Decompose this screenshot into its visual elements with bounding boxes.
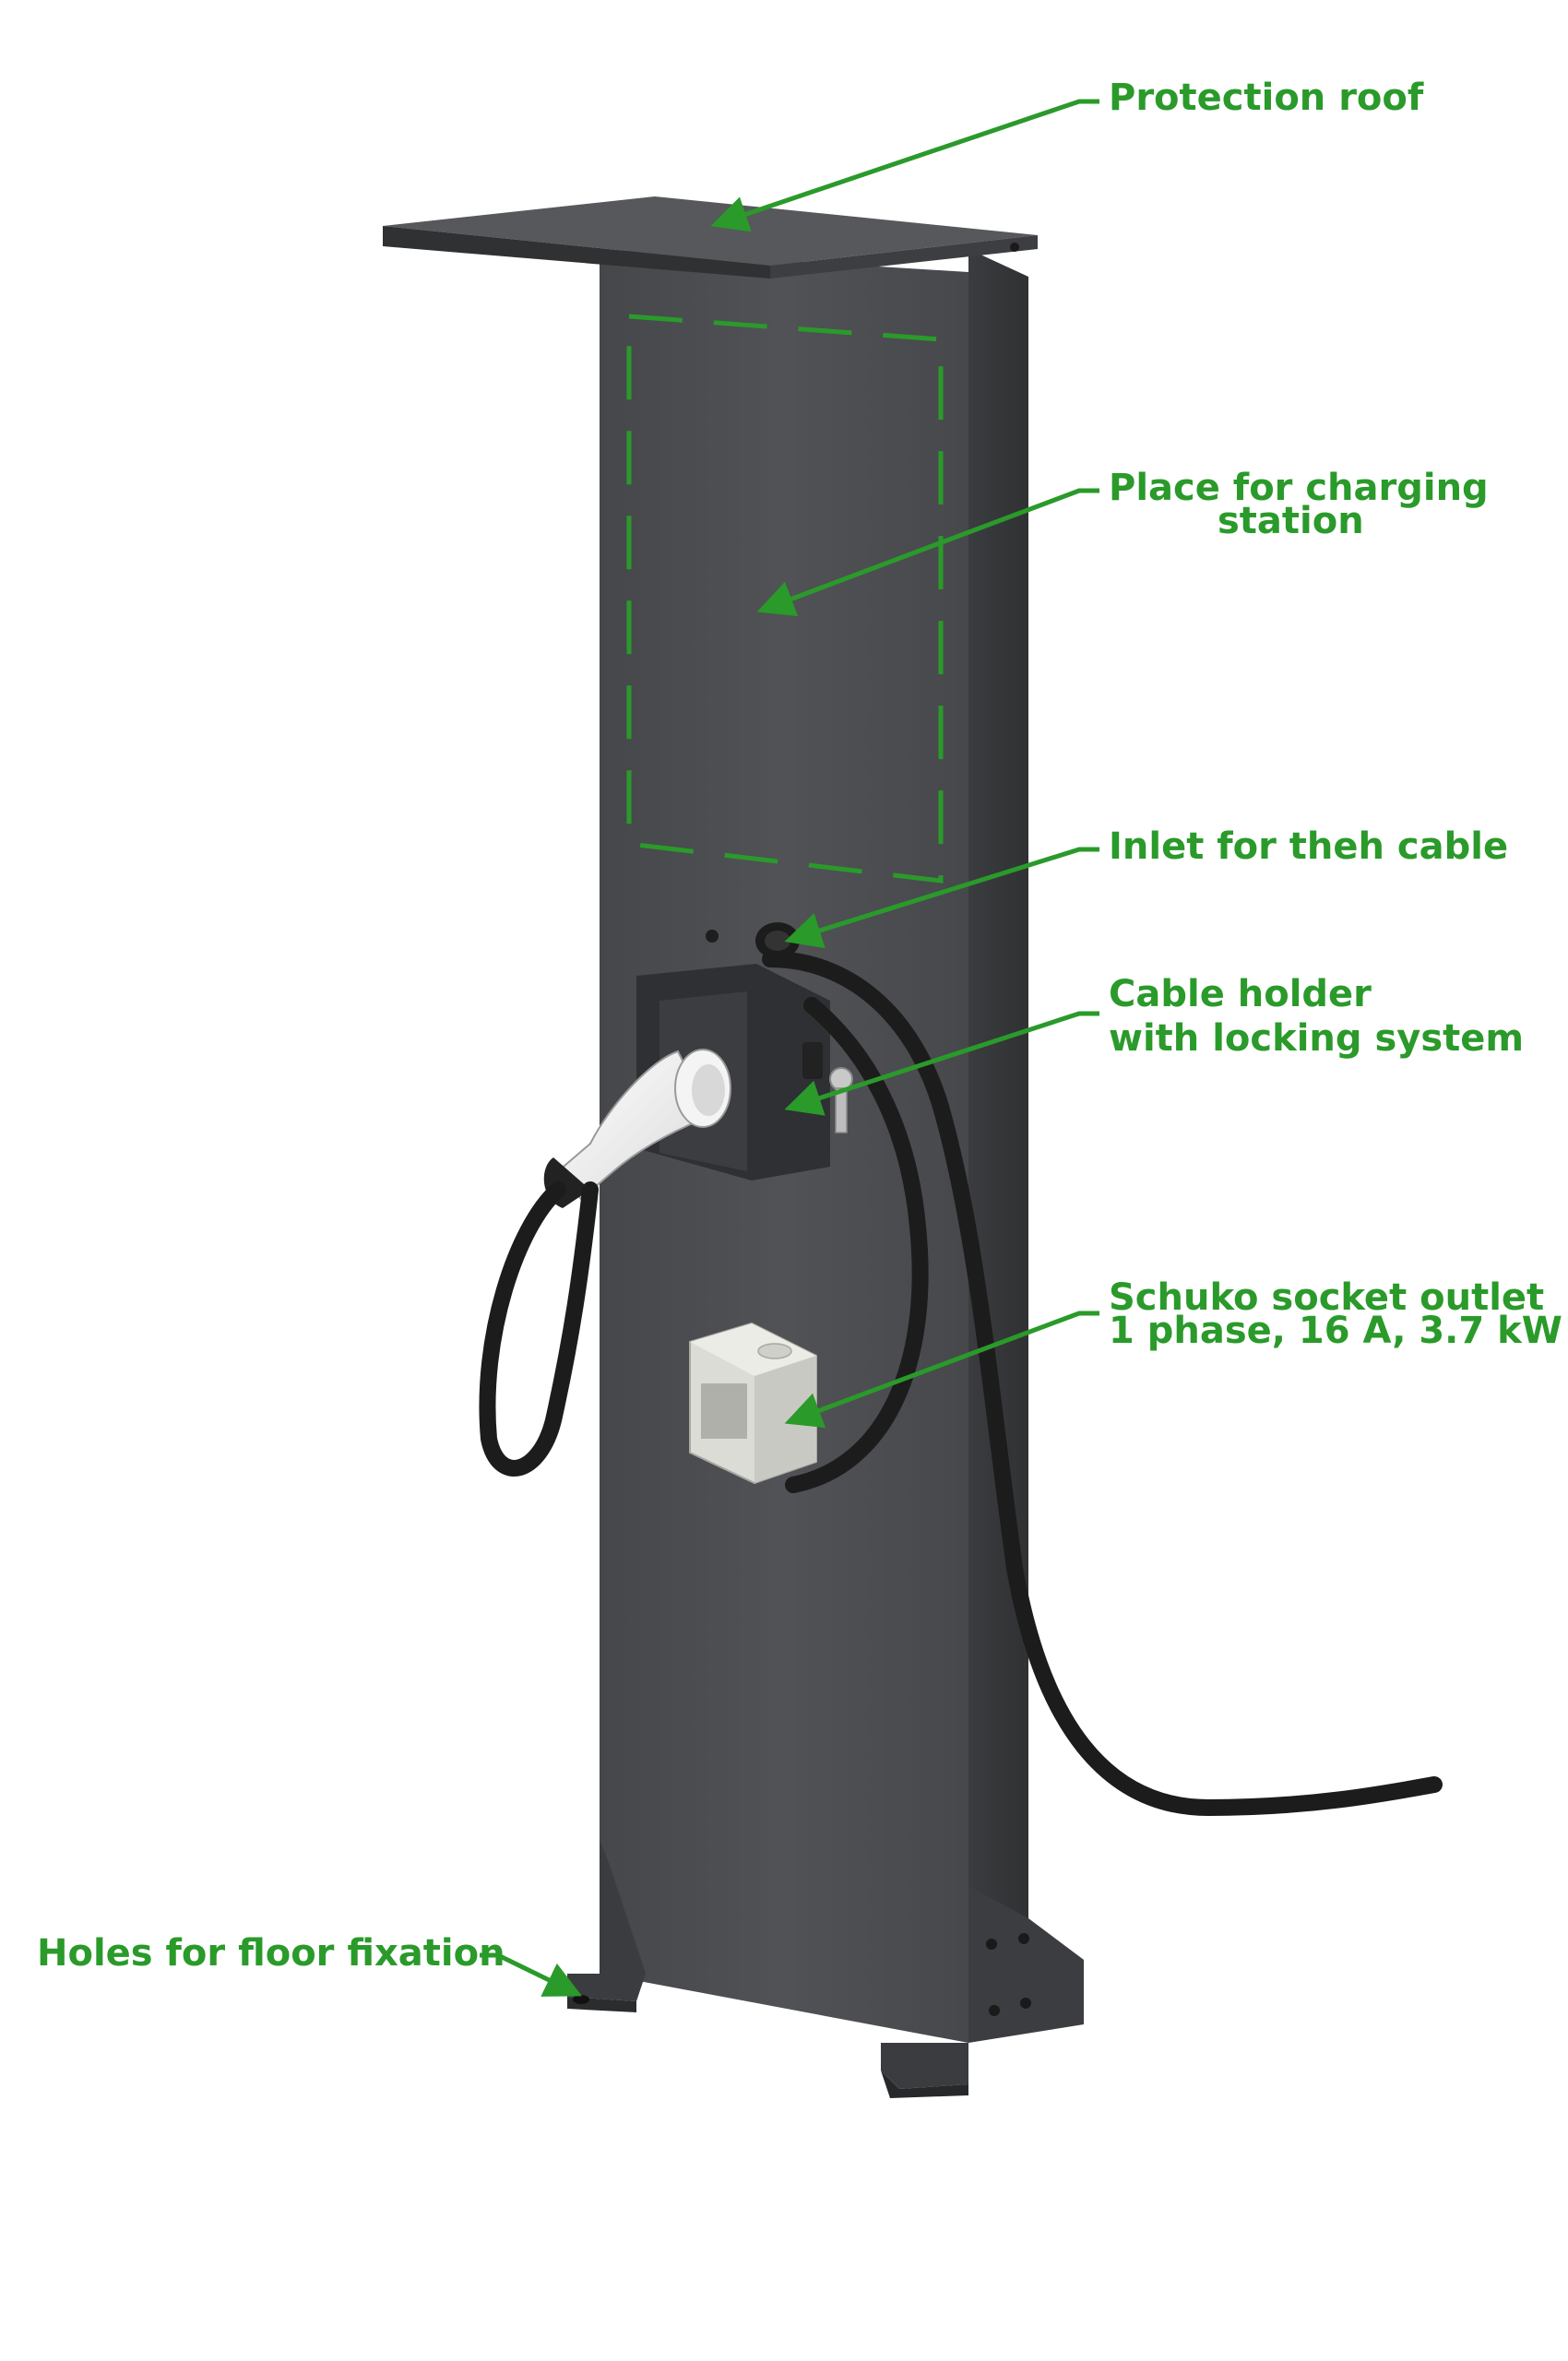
charging-station-placeholder (626, 314, 944, 884)
label-schuko-socket: Schuko socket outlet 1 phase, 16 A, 3.7 … (1109, 1277, 1562, 1351)
key-icon (829, 1067, 853, 1133)
label-schuko-line1: Schuko socket outlet (1109, 1276, 1545, 1319)
label-holder-line2: with locking system (1109, 1017, 1525, 1060)
roof-screw-icon (1010, 243, 1019, 252)
label-protection-roof: Protection roof (1109, 77, 1423, 118)
leader-schuko (784, 1311, 1099, 1429)
label-cable-holder: Cable holder with locking system (1109, 974, 1524, 1059)
protection-roof-top (383, 196, 1038, 266)
label-place-for-charging-station: Place for charging station (1109, 468, 1489, 541)
leader-holder (784, 1011, 1099, 1116)
cable-main-run (762, 951, 1443, 1817)
cable-front-loop (785, 997, 929, 1493)
pillar-side-face (968, 249, 1028, 1932)
label-holes-text: Holes for floor fixation (37, 1932, 505, 1975)
schuko-socket (689, 1322, 817, 1485)
cable-front-left-loop (479, 1181, 599, 1477)
protection-roof-side-edge (770, 235, 1038, 279)
label-protection-roof-text: Protection roof (1109, 77, 1424, 119)
cable-inlet-inner (765, 931, 790, 951)
pillar-base (567, 1840, 1084, 2098)
label-inlet-text: Inlet for theh cable (1109, 825, 1509, 868)
leader-place (756, 488, 1099, 617)
label-place-line1: Place for charging (1109, 467, 1489, 509)
protection-roof-front-edge (383, 226, 770, 279)
label-place-line2: station (1218, 500, 1364, 542)
label-schuko-line2: 1 phase, 16 A, 3.7 kW (1109, 1310, 1562, 1352)
base-bolt-icons (986, 1933, 1031, 2016)
floor-fixation-hole (573, 1995, 589, 2004)
label-inlet-for-cable: Inlet for theh cable (1109, 826, 1508, 867)
cable-holder-lock (802, 1042, 823, 1079)
leader-protection-roof (710, 99, 1099, 232)
label-holder-line1: Cable holder (1109, 973, 1372, 1015)
pillar-screw-icon (706, 930, 719, 943)
leader-holes (480, 1952, 582, 1997)
callout-leaders (480, 99, 1099, 1997)
leader-inlet (784, 847, 1099, 949)
label-holes-floor-fixation: Holes for floor fixation (37, 1933, 505, 1974)
